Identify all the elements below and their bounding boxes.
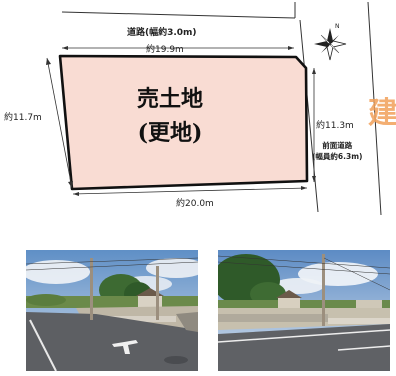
lot-title-line1: 売土地 bbox=[136, 86, 203, 112]
north-compass-icon bbox=[314, 28, 347, 61]
lot-title-line2: (更地) bbox=[137, 120, 203, 146]
site-photo-right bbox=[218, 250, 390, 371]
site-photo-left bbox=[26, 250, 198, 371]
road-boundary-line bbox=[61, 11, 296, 19]
site-plan: N bbox=[46, 1, 382, 216]
front-road-line2: (幅員約6.3m) bbox=[312, 152, 363, 161]
width-bottom-label: 約20.0m bbox=[176, 199, 214, 209]
height-right-label: 約11.3m bbox=[316, 121, 354, 131]
width-top-label: 約19.9m bbox=[146, 45, 184, 55]
road-top-label: 道路(幅約3.0m) bbox=[127, 28, 197, 38]
lot-polygon bbox=[58, 54, 309, 191]
watermark-text: 建 bbox=[368, 96, 396, 131]
front-road-line1: 前面道路 bbox=[322, 141, 353, 150]
front-road-boundary-line bbox=[367, 1, 382, 216]
front-road-label: 前面道路 (幅員約6.3m) bbox=[312, 140, 362, 162]
height-left-label: 約11.7m bbox=[4, 113, 42, 123]
dimension-arrow-bottom bbox=[72, 187, 308, 195]
front-road-boundary-line bbox=[299, 19, 319, 213]
north-label: N bbox=[335, 23, 340, 30]
lot-title: 売土地 (更地) bbox=[110, 82, 230, 150]
dimension-arrow-left bbox=[46, 57, 73, 189]
